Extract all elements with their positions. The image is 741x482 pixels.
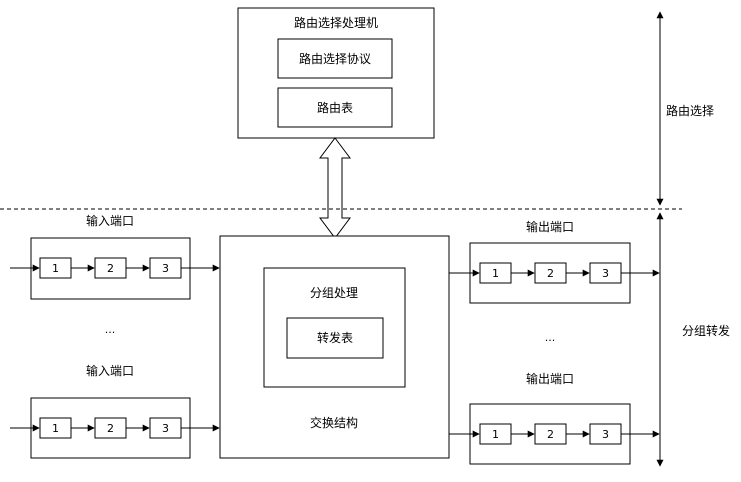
output-port-2-title: 输出端口 xyxy=(526,371,574,386)
output-port-1-queue-label-1: 1 xyxy=(492,267,499,280)
forwarding-table-label: 转发表 xyxy=(317,330,353,345)
switching-fabric-label: 交换结构 xyxy=(310,415,358,430)
input-port-1-title: 输入端口 xyxy=(86,213,134,228)
output-port-2-queue-label-2: 2 xyxy=(547,428,554,441)
output-port-1-queue-label-3: 3 xyxy=(602,267,609,280)
output-port-2-queue-label-1: 1 xyxy=(492,428,499,441)
input-port-1-queue-label-2: 2 xyxy=(107,262,114,275)
routing-protocol-label: 路由选择协议 xyxy=(299,51,371,66)
output-port-1-queue-label-2: 2 xyxy=(547,267,554,280)
input-port-2-queue-label-2: 2 xyxy=(107,422,114,435)
routing-table-box xyxy=(277,87,393,128)
output-port-2-queue-label-3: 3 xyxy=(602,428,609,441)
output-port-1-title: 输出端口 xyxy=(526,219,574,234)
routing-processor-title: 路由选择处理机 xyxy=(294,15,378,30)
routing-layer-label: 路由选择 xyxy=(666,103,714,118)
forwarding-table-box xyxy=(286,317,384,359)
routing-to-switch-double-arrow xyxy=(319,137,351,239)
routing-table-label: 路由表 xyxy=(317,100,353,115)
input-port-1-queue-label-3: 3 xyxy=(162,262,169,275)
forwarding-layer-label: 分组转发 xyxy=(682,323,730,338)
output-ports-ellipsis: ... xyxy=(545,331,556,344)
input-port-2-queue-label-3: 3 xyxy=(162,422,169,435)
input-ports-ellipsis: ... xyxy=(105,323,116,336)
input-port-2-title: 输入端口 xyxy=(86,363,134,378)
packet-processing-label: 分组处理 xyxy=(310,286,358,300)
input-port-1-queue-label-1: 1 xyxy=(52,262,59,275)
input-port-2-queue-label-1: 1 xyxy=(52,422,59,435)
routing-protocol-box xyxy=(277,38,393,79)
